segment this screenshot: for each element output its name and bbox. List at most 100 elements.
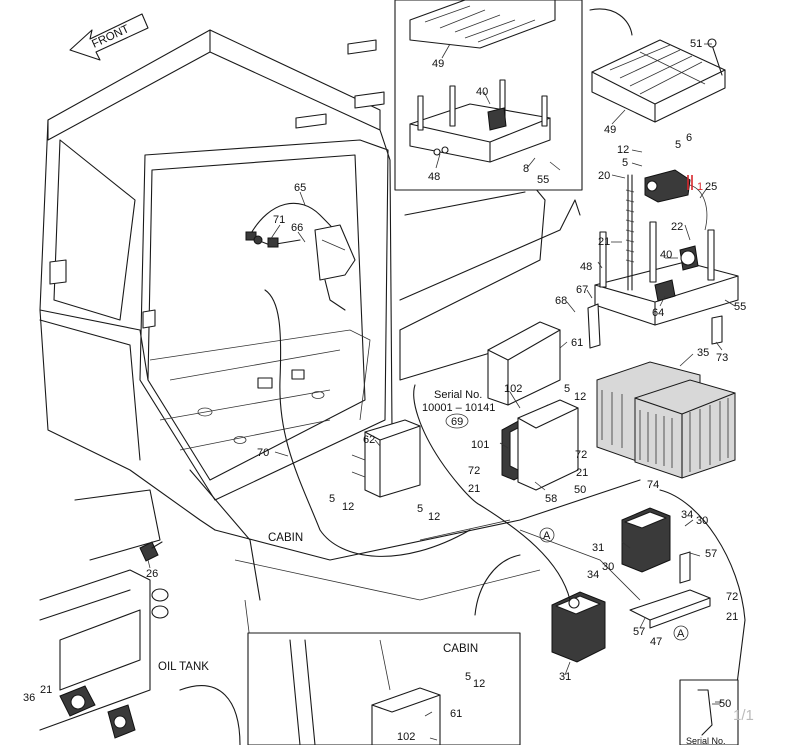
callout-58: 58 (545, 493, 557, 505)
callout-21e: 21 (40, 684, 52, 696)
callout-5a: 5 (329, 493, 335, 505)
detail-inset-top (394, 0, 583, 191)
cable-74 (479, 489, 746, 701)
callout-5e: 5 (675, 139, 681, 151)
callouts: 65 71 66 70 62 5 12 5 12 102 101 58 61 5… (23, 38, 746, 743)
callout-65: 65 (294, 182, 306, 194)
callout-26: 26 (146, 568, 158, 580)
detail-cabin-label: CABIN (443, 643, 478, 655)
battery-cover-49 (591, 39, 726, 123)
callout-5b: 5 (417, 503, 423, 515)
serial-range: 10001 – 10141 (422, 402, 495, 414)
callout-55b: 55 (537, 174, 549, 186)
callout-21b: 21 (576, 467, 588, 479)
ref-mark-a2: A (673, 625, 689, 641)
front-arrow: FRONT (69, 13, 149, 61)
knob-51 (707, 38, 717, 48)
callout-66: 66 (291, 222, 303, 234)
callout-31b: 31 (559, 671, 571, 683)
rod-20-thread (625, 189, 635, 263)
highlight-part-1 (687, 175, 693, 190)
cable-70 (264, 289, 471, 557)
battery-35 (596, 361, 736, 479)
battery-tray (594, 221, 739, 326)
callout-102b: 102 (397, 731, 415, 743)
callout-68: 68 (555, 295, 567, 307)
callout-102: 102 (504, 383, 522, 395)
plate-47 (629, 551, 711, 629)
pointer-arrow-top (589, 8, 633, 36)
callout-74: 74 (647, 479, 659, 491)
callout-70: 70 (257, 447, 269, 459)
leader-lines (147, 43, 736, 741)
callout-12a: 12 (342, 501, 354, 513)
callout-20: 20 (598, 170, 610, 182)
box-31-upper (621, 507, 671, 573)
callout-48b: 48 (428, 171, 440, 183)
callout-67: 67 (576, 284, 588, 296)
cable-serial (413, 384, 481, 506)
callout-30b: 30 (602, 561, 614, 573)
bottom-right-note: Serial No. (686, 736, 726, 745)
box-31-lower (551, 591, 606, 663)
callout-21a: 21 (468, 483, 480, 495)
callout-30a: 30 (696, 515, 708, 527)
control-unit-62 (351, 419, 421, 498)
module-58 (517, 399, 579, 491)
serial-heading: Serial No. (434, 389, 482, 401)
pin-51 (711, 44, 723, 76)
callout-62: 62 (363, 434, 375, 446)
callout-21c: 21 (598, 236, 610, 248)
callout-36: 36 (23, 692, 35, 704)
callout-48a: 48 (580, 261, 592, 273)
callout-12d: 12 (617, 144, 629, 156)
callout-64: 64 (652, 307, 664, 319)
callout-8: 8 (523, 163, 529, 175)
bracket-73 (711, 315, 723, 345)
callout-51: 51 (690, 38, 702, 50)
bracket-61 (487, 321, 561, 406)
callout-5c: 5 (564, 383, 570, 395)
callout-12e: 12 (473, 678, 485, 690)
rod-20 (627, 174, 633, 291)
callout-12c: 12 (574, 391, 586, 403)
callout-50b: 50 (719, 698, 731, 710)
callout-34b: 34 (587, 569, 599, 581)
oil-tank-label: OIL TANK (158, 661, 209, 673)
detail-inset-50 (679, 679, 739, 745)
cabin-label: CABIN (268, 532, 303, 544)
callout-40b: 40 (476, 86, 488, 98)
callout-25: 25 (705, 181, 717, 193)
callout-35: 35 (697, 347, 709, 359)
callout-47: 47 (650, 636, 662, 648)
callout-34a: 34 (681, 509, 693, 521)
serial-note: Serial No. 10001 – 10141 69 (422, 389, 495, 429)
oil-tank-region (39, 489, 241, 745)
callout-57b: 57 (633, 626, 645, 638)
callout-61: 61 (571, 337, 583, 349)
callout-49a: 49 (432, 58, 444, 70)
harness-65 (245, 202, 356, 311)
switch-1 (644, 169, 708, 231)
detail-inset-bottom (247, 632, 521, 745)
callout-73: 73 (716, 352, 728, 364)
callout-50: 50 (574, 484, 586, 496)
callout-72a: 72 (468, 465, 480, 477)
callout-61b: 61 (450, 708, 462, 720)
callout-55a: 55 (734, 301, 746, 313)
callout-72c: 72 (726, 591, 738, 603)
page-indicator: 1/1 (733, 707, 754, 724)
callout-1: 1 (697, 181, 703, 193)
ref-mark-a2-label: A (677, 628, 685, 640)
ref-mark-a1-label: A (543, 530, 551, 542)
callout-40a: 40 (660, 249, 672, 261)
callout-72b: 72 (575, 449, 587, 461)
callout-57a: 57 (705, 548, 717, 560)
callout-49b: 49 (604, 124, 616, 136)
callout-12b: 12 (428, 511, 440, 523)
pointer-arrow-bottom (474, 554, 521, 616)
bracket-68 (587, 303, 601, 349)
cabin-frame (39, 29, 641, 641)
callout-5f: 5 (465, 671, 471, 683)
